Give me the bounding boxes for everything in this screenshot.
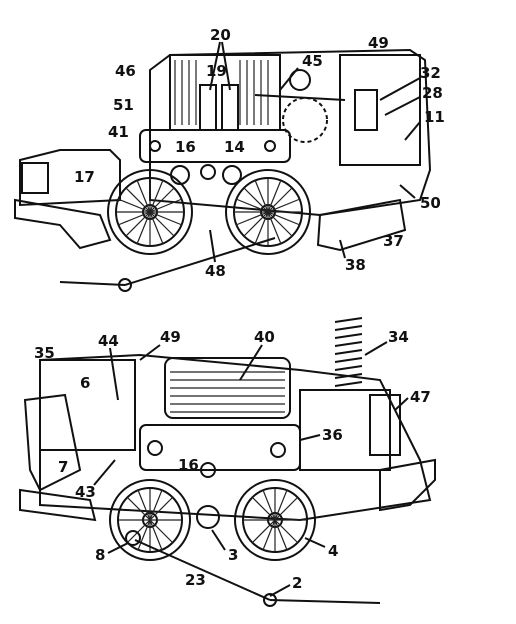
lower-motor-hatch	[170, 371, 285, 413]
label-44: 44	[98, 332, 119, 350]
label-36: 36	[322, 426, 343, 444]
part-labels: 20 49 46 19 45 32 51 28 41 11 16 14 17 5…	[34, 26, 445, 592]
lower-wheel-right	[234, 479, 316, 561]
lower-lever-wire	[269, 599, 381, 604]
label-19: 19	[206, 62, 227, 80]
label-3: 3	[228, 546, 238, 564]
label-50: 50	[420, 194, 441, 212]
lower-rear-buffer	[379, 458, 436, 512]
lower-bolt-right	[270, 442, 286, 458]
upper-coil	[354, 89, 378, 131]
lower-coil-spring	[334, 317, 363, 387]
upper-gear	[282, 97, 328, 143]
lower-rear-bracket	[369, 394, 401, 456]
label-40: 40	[254, 328, 275, 346]
label-43: 43	[75, 483, 96, 501]
label-41: 41	[108, 123, 129, 141]
label-8: 8	[95, 546, 105, 564]
label-32: 32	[420, 64, 441, 82]
label-16-lower: 16	[178, 456, 199, 474]
lower-assembly	[19, 317, 436, 607]
upper-front-buffer	[19, 149, 121, 207]
lower-leader-lines	[93, 341, 409, 597]
lower-screw-16	[200, 462, 216, 478]
upper-rear-coupler	[316, 198, 407, 252]
label-7: 7	[58, 458, 68, 476]
upper-linkage-rod	[254, 94, 346, 101]
lower-lever-knob-left	[125, 530, 141, 546]
label-35: 35	[34, 344, 55, 362]
lower-crossbeam	[139, 424, 301, 471]
lower-gear-23	[196, 505, 220, 529]
label-6: 6	[80, 374, 90, 392]
label-28: 28	[422, 84, 443, 102]
label-37: 37	[383, 232, 404, 250]
label-23: 23	[185, 571, 206, 589]
label-47: 47	[410, 388, 431, 406]
lower-front-buffer	[19, 488, 97, 522]
lower-rear-block	[299, 389, 391, 471]
upper-wheel-left	[107, 169, 193, 255]
lower-motor-housing	[164, 357, 291, 419]
label-38: 38	[345, 256, 366, 274]
upper-wheel-right	[225, 169, 311, 255]
upper-bolt-right	[264, 140, 276, 152]
lower-reverser-box	[39, 359, 136, 451]
label-11: 11	[424, 108, 445, 126]
brush-holder-left	[199, 84, 217, 131]
upper-center-gear	[200, 164, 216, 180]
upper-frame	[149, 48, 432, 217]
label-49-lower: 49	[160, 328, 181, 346]
upper-bolt-left	[149, 140, 161, 152]
lower-reverser-plate	[23, 393, 82, 492]
label-17: 17	[74, 168, 95, 186]
upper-coupler	[14, 198, 112, 250]
upper-reverser-box	[339, 54, 421, 166]
upper-lever-wire	[59, 281, 126, 286]
label-51: 51	[113, 96, 134, 114]
label-16: 16	[175, 138, 196, 156]
lower-lever-knob-right	[263, 593, 277, 607]
upper-screw-14	[222, 165, 242, 185]
label-45: 45	[302, 52, 323, 70]
label-46: 46	[115, 62, 136, 80]
label-34: 34	[388, 328, 409, 346]
brush-holder-right	[221, 84, 239, 131]
label-2: 2	[292, 574, 302, 592]
lower-wheel-left	[109, 479, 191, 561]
label-20: 20	[210, 26, 231, 44]
label-4: 4	[328, 542, 338, 560]
label-48: 48	[205, 262, 226, 280]
upper-motor-hatch	[174, 60, 269, 125]
upper-buffer-block	[21, 162, 49, 194]
upper-lever-rod	[124, 237, 276, 286]
label-49: 49	[368, 34, 389, 52]
upper-lever-knob	[118, 278, 132, 292]
lower-frame	[39, 353, 432, 522]
label-14: 14	[224, 138, 245, 156]
lower-lever-rod	[134, 539, 271, 601]
upper-leader-lines	[209, 41, 421, 263]
upper-assembly	[14, 41, 432, 292]
upper-gear-small	[289, 69, 311, 91]
upper-crossbeam	[139, 129, 291, 163]
lower-bolt-left	[147, 440, 163, 456]
